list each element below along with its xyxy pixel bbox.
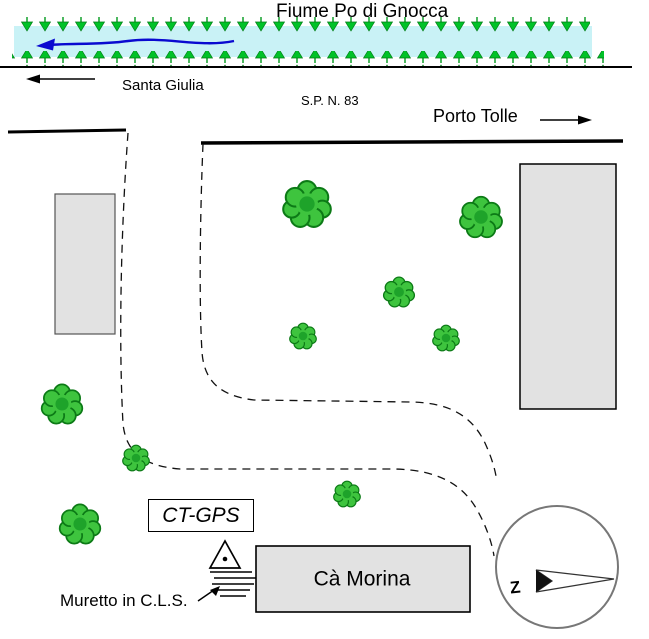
bush-icon bbox=[459, 195, 503, 239]
bush-icon bbox=[122, 444, 150, 472]
bush-icon bbox=[289, 322, 317, 350]
station-label-box: CT-GPS bbox=[148, 499, 254, 532]
wall-label: Muretto in C.L.S. bbox=[60, 591, 188, 610]
destination-left-label: Santa Giulia bbox=[122, 77, 204, 94]
bush-icon bbox=[382, 276, 416, 308]
bush-icon bbox=[58, 503, 102, 545]
building-left bbox=[54, 193, 116, 335]
destination-right-label: Porto Tolle bbox=[433, 106, 518, 126]
building-name-label: Cà Morina bbox=[313, 567, 411, 591]
river-flow-arrow-icon bbox=[36, 38, 235, 51]
road-edge-left-segment bbox=[7, 128, 127, 134]
wall-label-arrow-icon bbox=[197, 586, 220, 602]
porto-tolle-arrow-icon bbox=[540, 115, 592, 125]
bush-icon bbox=[432, 324, 460, 352]
compass-letter-label: Z bbox=[509, 577, 522, 598]
driveway-dashed-inner bbox=[199, 143, 497, 477]
compass-icon bbox=[495, 505, 619, 629]
station-label: CT-GPS bbox=[162, 503, 240, 527]
bush-icon bbox=[282, 180, 332, 228]
gps-benchmark-icon bbox=[208, 539, 242, 569]
road-name-label: S.P. N. 83 bbox=[301, 93, 359, 108]
river-name-label: Fiume Po di Gnocca bbox=[276, 1, 449, 22]
riverbank-trees-top-icon bbox=[16, 17, 590, 33]
bush-icon bbox=[333, 480, 361, 508]
road-edge-right-segment bbox=[200, 139, 624, 145]
bush-icon bbox=[40, 383, 84, 425]
building-right bbox=[519, 163, 617, 410]
riverbank-trees-bottom-icon bbox=[12, 51, 604, 67]
santa-giulia-arrow-icon bbox=[26, 74, 95, 84]
building-ca-morina bbox=[255, 545, 471, 613]
concrete-wall-hatch-icon bbox=[210, 571, 256, 597]
